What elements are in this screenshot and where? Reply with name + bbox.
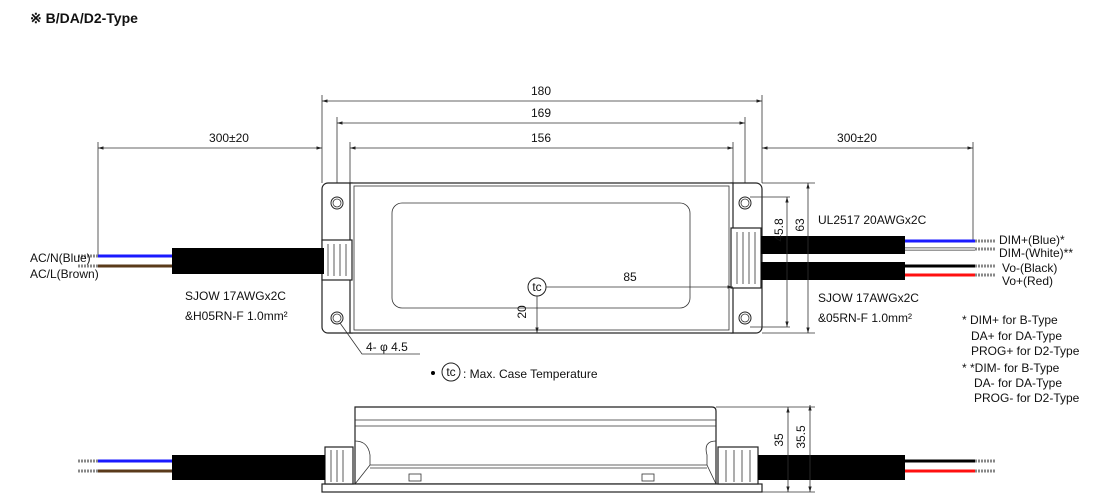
out-cable-spec-2: &05RN-F 1.0mm² <box>818 311 912 325</box>
note-4: * *DIM- for B-Type <box>962 361 1060 375</box>
dim-180-label: 180 <box>531 84 551 98</box>
dim-20-label: 20 <box>515 305 529 319</box>
dim-minus-label: DIM-(White)** <box>999 246 1073 260</box>
side-view: 35 35.5 <box>78 405 995 493</box>
dim-right-cable-label: 300±20 <box>837 131 877 145</box>
top-view: 180 169 156 300±20 300±20 AC/N <box>30 84 1073 355</box>
dim-35-label: 35 <box>772 433 786 447</box>
dim-cable <box>761 236 905 254</box>
note-2: DA+ for DA-Type <box>971 329 1062 343</box>
note-6: PROG- for D2-Type <box>974 391 1080 405</box>
out-cable-spec-1: SJOW 17AWGx2C <box>818 291 919 305</box>
type-notes: * DIM+ for B-Type DA+ for DA-Type PROG+ … <box>962 313 1080 405</box>
note-5: DA- for DA-Type <box>974 376 1062 390</box>
note-1: * DIM+ for B-Type <box>962 313 1058 327</box>
dim-156-label: 156 <box>531 131 551 145</box>
side-base-flange <box>321 483 763 493</box>
dim-45-8-label: 45.8 <box>772 218 786 242</box>
mounting-holes <box>330 196 752 325</box>
left-cable-gland <box>321 239 353 281</box>
label-window <box>391 202 691 309</box>
tc-legend-icon <box>441 362 461 382</box>
drawing-title: ※ B/DA/D2-Type <box>30 10 138 26</box>
vo-minus-label: Vo-(Black) <box>1002 261 1057 275</box>
right-cable-gland <box>730 227 762 289</box>
dim-35-5-label: 35.5 <box>794 425 808 449</box>
ac-cable-spec-2: &H05RN-F 1.0mm² <box>185 309 288 323</box>
ac-cable-spec-1: SJOW 17AWGx2C <box>185 289 286 303</box>
dim-cable-spec: UL2517 20AWGx2C <box>818 213 927 227</box>
dim-169-label: 169 <box>531 106 551 120</box>
dim-left-cable-label: 300±20 <box>209 131 249 145</box>
tc-legend-symbol: tc <box>446 365 455 379</box>
acn-label: AC/N(Blue) <box>30 251 91 265</box>
housing-body <box>349 182 734 334</box>
dim-85-label: 85 <box>623 270 637 284</box>
acl-label: AC/L(Brown) <box>30 267 99 281</box>
dim-plus-label: DIM+(Blue)* <box>999 233 1065 247</box>
vo-plus-label: Vo+(Red) <box>1002 274 1053 288</box>
note-3: PROG+ for D2-Type <box>971 344 1080 358</box>
hole-spec-label: 4- φ 4.5 <box>366 340 408 354</box>
tc-legend-text: : Max. Case Temperature <box>463 367 598 381</box>
ac-input-cable <box>172 248 324 274</box>
tc-point-symbol: tc <box>532 280 541 294</box>
output-cable <box>761 262 905 280</box>
dim-63-label: 63 <box>793 218 807 232</box>
tc-legend: tc : Max. Case Temperature <box>431 362 598 382</box>
